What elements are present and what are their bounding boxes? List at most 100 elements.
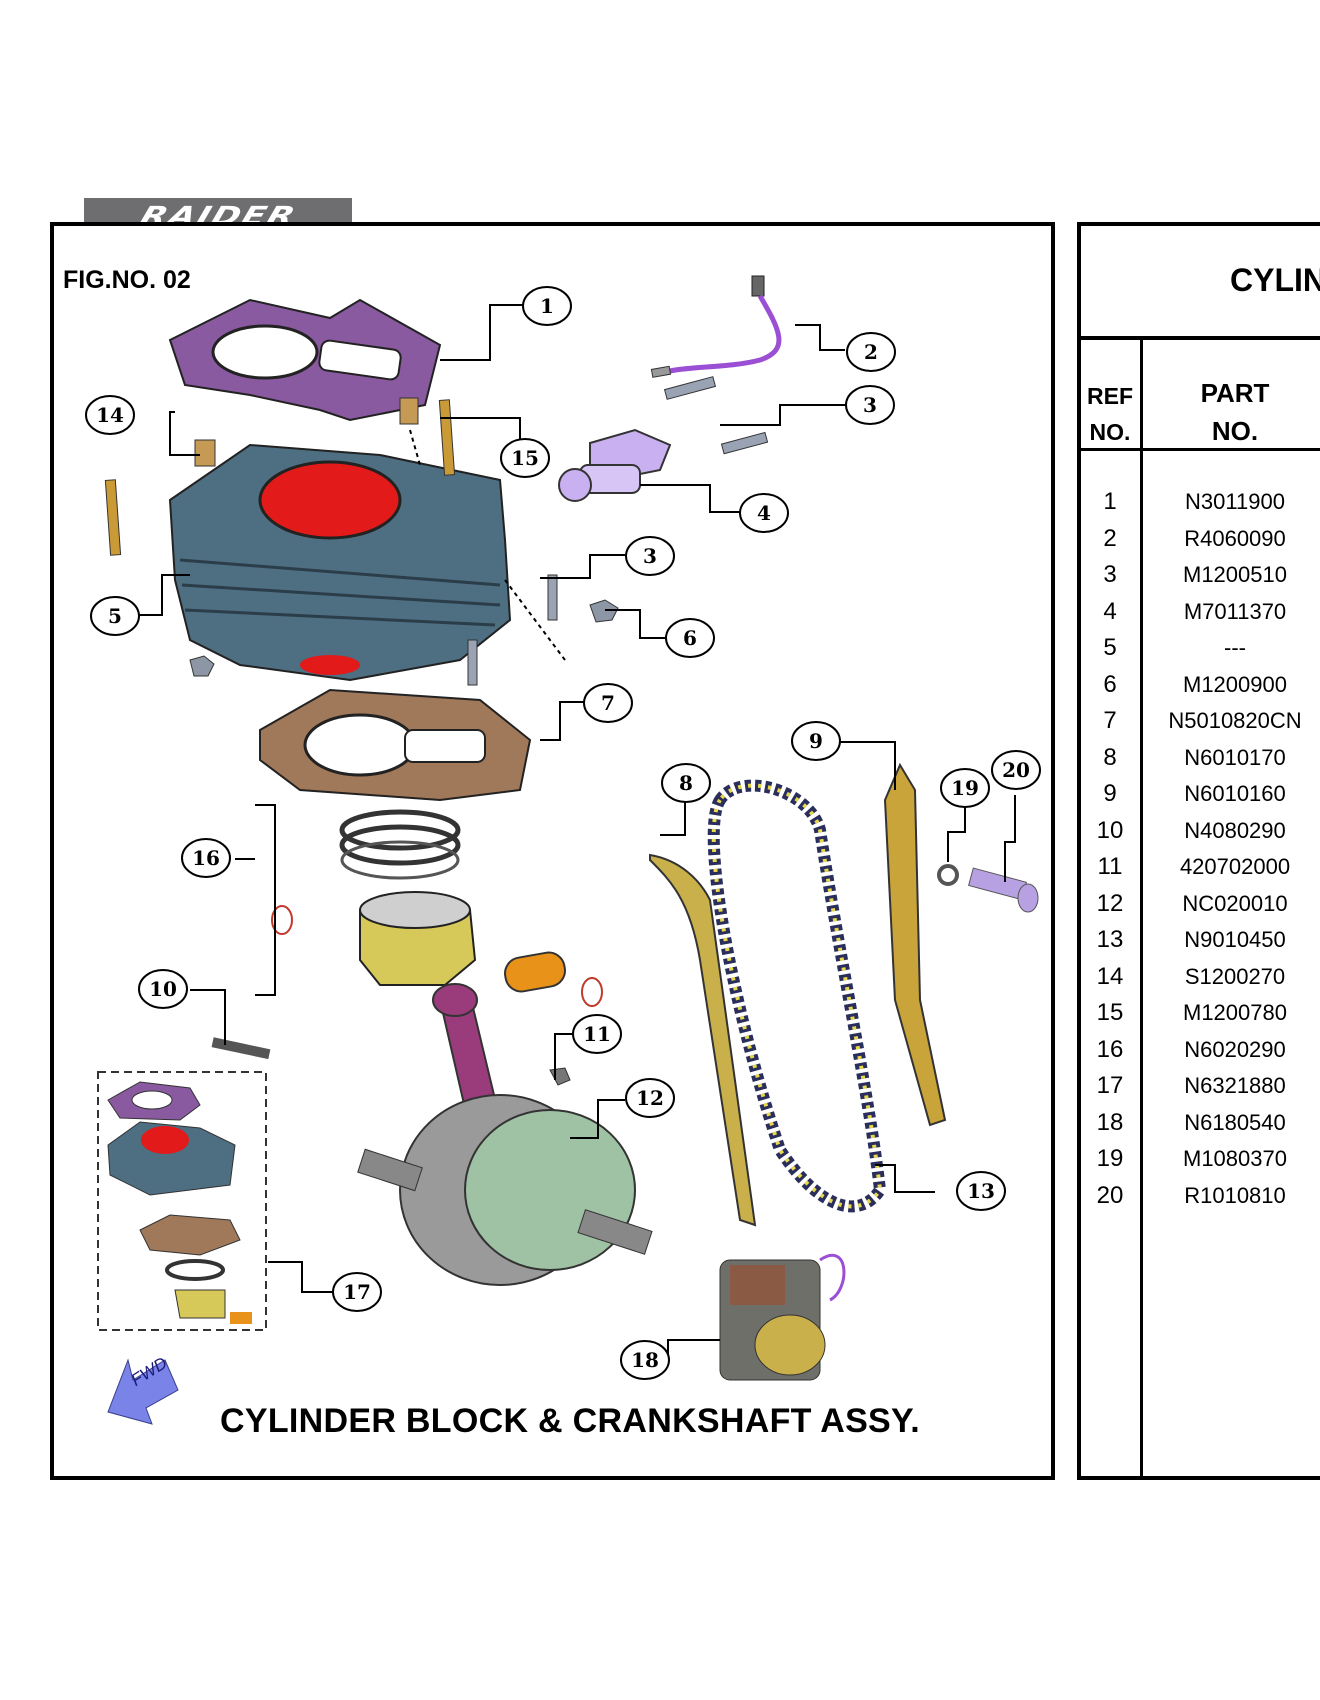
table-row-ref: 8 — [1103, 743, 1117, 771]
sensor-cable-part — [650, 275, 782, 378]
table-row-part-no: N6010160 — [1184, 781, 1286, 806]
table-row-part-no: N6180540 — [1184, 1109, 1286, 1135]
callout-label: 13 — [967, 1179, 995, 1203]
callout-label: 6 — [683, 626, 697, 650]
table-column-divider — [1140, 338, 1143, 1480]
table-row-ref: 10 — [1096, 816, 1124, 844]
dowel-pin-part — [194, 397, 419, 467]
table-row-ref: 7 — [1103, 707, 1117, 734]
bolt-part — [663, 376, 769, 455]
table-row-ref: 12 — [1096, 889, 1124, 917]
table-row-part-no: N6010170 — [1184, 744, 1286, 770]
table-title: CYLIN — [1230, 262, 1320, 298]
callout-label: 10 — [149, 977, 177, 1001]
table-row-part-no: N9010450 — [1184, 927, 1286, 952]
head-gasket-part — [168, 298, 442, 422]
table-row-part-no: M7011370 — [1183, 598, 1287, 624]
table-row-ref: 6 — [1103, 670, 1117, 698]
table-row-part-no: M1200780 — [1183, 1000, 1287, 1025]
callout-13 — [956, 1171, 1006, 1211]
table-row-ref: 11 — [1097, 853, 1123, 880]
header-part-line1: PART — [1200, 378, 1270, 408]
nut-part — [189, 574, 619, 686]
table-row-part-no: N5010820CN — [1168, 708, 1302, 733]
table-row-ref: 5 — [1103, 634, 1117, 661]
cylinder-kit-box — [97, 1071, 267, 1331]
table-row-ref: 19 — [1096, 1145, 1124, 1172]
callout-label: 9 — [809, 729, 823, 753]
table-row-part-no: --- — [1224, 635, 1246, 660]
piston-kit-part — [271, 809, 603, 1007]
callout-6 — [665, 618, 715, 658]
tensioner-bolt-part — [968, 867, 1039, 913]
callout-8 — [661, 763, 711, 803]
table-row-part-no: M1200900 — [1183, 671, 1287, 697]
header-ref-line1: REF — [1087, 383, 1133, 409]
table-row-ref: 4 — [1103, 597, 1117, 625]
header-part-no: PART NO. — [1145, 374, 1320, 450]
callout-label: 3 — [643, 544, 657, 568]
cylinder-block-part — [168, 443, 512, 682]
callout-label: 16 — [192, 846, 220, 870]
table-row-part-no: M1200510 — [1183, 562, 1287, 587]
callout-label: 18 — [631, 1348, 659, 1372]
callout-10 — [138, 969, 188, 1009]
callout-label: 20 — [1002, 758, 1030, 782]
table-row-part-no: R4060090 — [1184, 525, 1286, 551]
callout-label: 15 — [511, 446, 539, 470]
callout-12 — [625, 1078, 675, 1118]
callout-5 — [90, 596, 140, 636]
callout-label: 8 — [679, 771, 693, 795]
callout-label: 3 — [863, 393, 877, 417]
table-row-part-no: R1010810 — [1184, 1182, 1286, 1208]
header-ref-line2: NO. — [1089, 419, 1131, 445]
callout-label: 11 — [583, 1022, 611, 1046]
table-row-part-no: N3011900 — [1185, 489, 1285, 514]
callout-label: 2 — [864, 340, 878, 364]
base-gasket-part — [259, 688, 532, 802]
table-row-ref: 3 — [1103, 561, 1117, 588]
callout-label: 17 — [343, 1280, 371, 1304]
callout-label: 5 — [108, 604, 122, 628]
callout-17 — [332, 1272, 382, 1312]
table-row-part-no: S1200270 — [1184, 963, 1286, 989]
callout-label: 7 — [601, 691, 615, 715]
table-row-part-no: NC020010 — [1182, 890, 1288, 916]
callout-15 — [500, 438, 550, 478]
callout-2 — [846, 332, 896, 372]
callout-20 — [991, 750, 1041, 790]
callout-7 — [583, 683, 633, 723]
table-row-part-no: M1080370 — [1183, 1146, 1287, 1171]
table-header-top-rule — [1077, 336, 1320, 340]
table-row-ref: 13 — [1096, 926, 1124, 953]
table-row-ref: 14 — [1096, 962, 1124, 990]
table-row-ref: 1 — [1103, 488, 1117, 515]
callout-label: 1 — [540, 294, 554, 318]
callout-label: 4 — [757, 501, 771, 525]
table-row-part-no: N4080290 — [1184, 817, 1286, 843]
crankshaft-part — [357, 983, 653, 1286]
callout-4 — [739, 493, 789, 533]
washer-part — [937, 864, 959, 886]
table-row-ref: 17 — [1096, 1072, 1124, 1099]
callout-3 — [845, 385, 895, 425]
callout-19 — [940, 768, 990, 808]
callout-label: 14 — [96, 403, 124, 427]
figure-number: FIG.NO. 02 — [63, 266, 191, 294]
lock-pin-part — [211, 1037, 271, 1060]
table-row-ref: 20 — [1096, 1181, 1124, 1209]
table-row-part-no: N6020290 — [1184, 1036, 1286, 1062]
callout-leaders — [138, 304, 1016, 1361]
table-row-ref: 16 — [1096, 1035, 1124, 1063]
table-row-part-no: N6321880 — [1184, 1073, 1286, 1098]
cam-chain-tensioner-part — [558, 428, 672, 502]
table-row-part-no: 420702000 — [1179, 854, 1291, 879]
table-row-ref: 2 — [1103, 524, 1117, 552]
table-row-ref: 18 — [1096, 1108, 1124, 1136]
chain-guide-part — [649, 853, 757, 1227]
callout-3 — [625, 536, 675, 576]
engine-assembly-part — [719, 1253, 846, 1381]
callout-numbers: 1 2 3 3 4 5 6 7 8 9 10 11 12 13 14 15 16… — [96, 294, 1030, 1372]
chain-slipper-part — [883, 762, 947, 1127]
callout-11 — [572, 1014, 622, 1054]
